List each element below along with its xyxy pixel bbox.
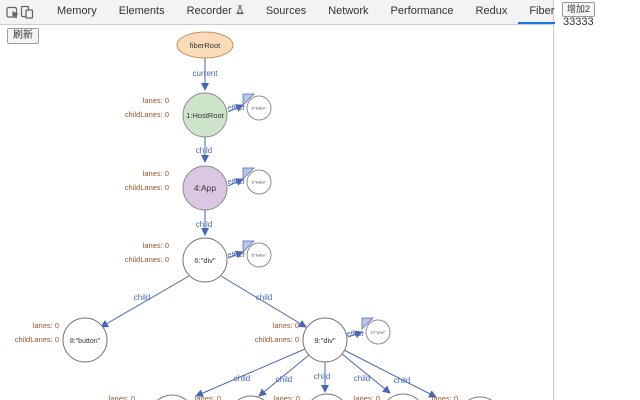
node-button8[interactable]: [62, 317, 108, 363]
edge-label-child: child: [256, 293, 272, 302]
div9-lanes: lanes: 0: [273, 321, 299, 330]
tab-recorder[interactable]: Recorder: [176, 0, 255, 24]
node-bottom-1[interactable]: [229, 395, 273, 400]
edge-label-child: child: [314, 372, 330, 381]
edge-label-child: child: [196, 146, 212, 155]
inspect-element-icon[interactable]: [6, 2, 20, 22]
tab-network[interactable]: Network: [317, 0, 379, 24]
device-toolbar-icon[interactable]: [20, 2, 34, 22]
fiber-graph: current child child child child effect e…: [15, 31, 502, 400]
edge-label-current: current: [193, 69, 219, 78]
node-label-hostroot: 1:HostRoot: [186, 111, 224, 120]
tab-label: Redux: [475, 5, 508, 17]
div6-lanes: lanes: 0: [143, 241, 169, 250]
inspected-page: 增加2 33333: [555, 0, 640, 400]
edge-effect: [347, 330, 363, 339]
tab-redux[interactable]: Redux: [465, 0, 519, 24]
edge-label-child: child: [394, 376, 410, 385]
edge-effect: [227, 178, 244, 187]
edge-label-effect: effect: [227, 252, 245, 259]
node-label-app: 4:App: [194, 183, 216, 193]
tab-memory[interactable]: Memory: [46, 0, 108, 24]
tab-label: Fiber: [529, 5, 555, 17]
edge-label-effect: effect: [227, 105, 245, 112]
edge-effect: [227, 250, 244, 259]
graph-edges: [100, 58, 437, 398]
effect-node-label: 8:"button": [252, 181, 267, 185]
tab-label: Recorder: [186, 5, 232, 17]
effect-node-app[interactable]: [246, 169, 272, 195]
devtools-toolbar: Memory Elements Recorder Sources Network…: [0, 0, 633, 25]
bottom-4-lanes: lanes: 0: [432, 394, 458, 400]
effect-flag-triangle: [242, 93, 255, 106]
edge-child: [195, 348, 306, 397]
tab-fiber[interactable]: Fiber: [518, 0, 566, 24]
effect-flag-triangle: [361, 317, 374, 330]
edge-child: [258, 354, 310, 397]
tab-label: Memory: [57, 5, 97, 17]
edge-label-child: child: [276, 375, 292, 384]
experiment-flask-icon: [236, 4, 244, 18]
edge-child: [341, 353, 391, 394]
node-label-div9: 9:"div": [314, 336, 336, 345]
node-bottom-2[interactable]: [305, 393, 349, 400]
tab-elements[interactable]: Elements: [108, 0, 176, 24]
effect-node-div9[interactable]: [365, 319, 391, 345]
node-label-fiberroot: fiberRoot: [190, 41, 221, 50]
button8-childlanes: childLanes: 0: [15, 335, 59, 344]
effect-node-label: 8:"button": [252, 254, 267, 258]
tab-label: Performance: [390, 5, 454, 17]
node-label-div6: 6:"div": [194, 256, 216, 265]
app-childlanes: childLanes: 0: [125, 183, 169, 192]
hostroot-lanes: lanes: 0: [143, 96, 169, 105]
node-hostroot[interactable]: [182, 92, 228, 138]
div6-childlanes: childLanes: 0: [125, 255, 169, 264]
node-bottom-4[interactable]: [458, 396, 502, 400]
edge-child: [220, 275, 307, 328]
effect-node-hostroot[interactable]: [246, 95, 272, 121]
tab-performance[interactable]: Performance: [380, 0, 465, 24]
node-label-button8: 8:"button": [70, 338, 101, 345]
effect-node-label: 10:"span": [371, 331, 386, 335]
devtools-tabs: Memory Elements Recorder Sources Network…: [46, 0, 566, 24]
edge-label-child: child: [134, 293, 150, 302]
counter-value: 33333: [563, 16, 594, 28]
increment-button[interactable]: 增加2: [562, 2, 596, 17]
edge-label-child: child: [234, 374, 250, 383]
node-div9[interactable]: [302, 317, 348, 363]
bottom-1-lanes: lanes: 0: [195, 394, 221, 400]
effect-flag-triangle: [242, 167, 255, 180]
effect-node-div6[interactable]: [246, 242, 272, 268]
edge-label-child: child: [354, 374, 370, 383]
refresh-button[interactable]: 刷新: [7, 28, 39, 44]
effect-flag-triangle: [242, 240, 255, 253]
bottom-0-lanes: lanes: 0: [109, 394, 135, 400]
edge-child: [100, 275, 190, 328]
edge-label-child: child: [196, 220, 212, 229]
edge-label-effect: effect: [227, 179, 245, 186]
tab-label: Elements: [118, 5, 165, 17]
node-bottom-3[interactable]: [381, 393, 425, 400]
app-lanes: lanes: 0: [143, 169, 169, 178]
div9-childlanes: childLanes: 0: [255, 335, 299, 344]
bottom-2-lanes: lanes: 0: [274, 394, 300, 400]
tab-label: Network: [328, 5, 369, 17]
edge-effect: [227, 104, 244, 113]
edge-label-effect: effect: [346, 331, 364, 338]
node-fiberroot[interactable]: [176, 31, 234, 59]
hostroot-childlanes: childLanes: 0: [125, 110, 169, 119]
button8-lanes: lanes: 0: [33, 321, 59, 330]
effect-node-label: 8:"button": [252, 107, 267, 111]
tab-sources[interactable]: Sources: [255, 0, 317, 24]
node-app[interactable]: [182, 165, 228, 211]
edge-child: [343, 349, 437, 398]
node-bottom-0[interactable]: [150, 394, 194, 400]
bottom-3-lanes: lanes: 0: [354, 394, 380, 400]
tab-label: Sources: [265, 5, 307, 17]
node-div6[interactable]: [182, 237, 228, 283]
